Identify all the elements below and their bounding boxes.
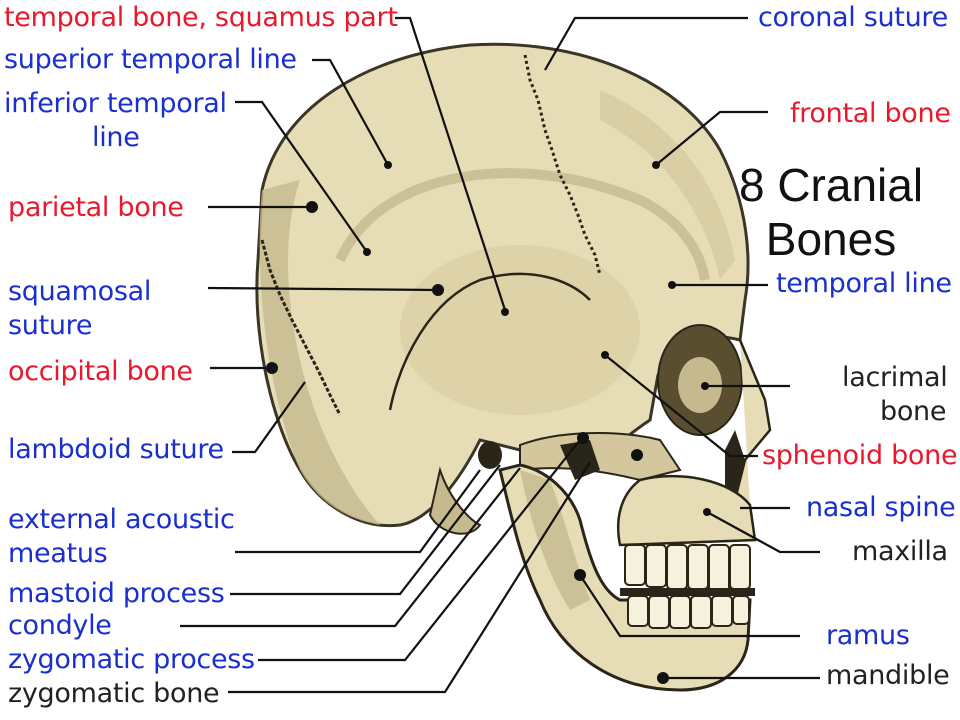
label-sphenoid-bone: sphenoid bone bbox=[762, 440, 958, 471]
temporal-shading bbox=[400, 245, 640, 415]
label-condyle: condyle bbox=[8, 610, 112, 641]
label-inferior-temporal-line-1: inferior temporal bbox=[4, 88, 227, 119]
label-occipital-bone: occipital bone bbox=[8, 356, 193, 387]
tooth-gap bbox=[620, 588, 755, 596]
cranium-shadow bbox=[259, 180, 380, 525]
label-squamosal-suture-2: suture bbox=[8, 310, 93, 341]
diagram-title: 8 Cranial Bones bbox=[720, 158, 942, 266]
label-inferior-temporal-line-2: line bbox=[92, 122, 140, 153]
orbit-inner bbox=[678, 357, 722, 413]
lambdoid-suture bbox=[260, 239, 342, 416]
sphenoid-notch bbox=[560, 440, 600, 480]
label-zygomatic-bone: zygomatic bone bbox=[8, 678, 220, 709]
label-squamosal-suture-1: squamosal bbox=[8, 276, 152, 307]
zygomatic-arch bbox=[519, 432, 682, 482]
label-temporal-line: temporal line bbox=[776, 268, 952, 299]
lower-teeth bbox=[627, 595, 750, 629]
label-frontal-bone: frontal bone bbox=[790, 98, 951, 129]
maxilla-shape bbox=[616, 474, 757, 547]
leader-lines bbox=[180, 16, 820, 694]
label-parietal-bone: parietal bone bbox=[8, 192, 184, 223]
label-mastoid-process: mastoid process bbox=[8, 578, 225, 609]
nasal-cavity bbox=[725, 430, 745, 500]
label-superior-temporal-line: superior temporal line bbox=[4, 44, 297, 75]
ear-hole bbox=[478, 441, 502, 469]
forehead-shading bbox=[600, 90, 735, 280]
label-zygomatic-process: zygomatic process bbox=[8, 644, 255, 675]
label-mandible: mandible bbox=[826, 660, 950, 691]
label-lambdoid-suture: lambdoid suture bbox=[8, 434, 224, 465]
title-text: 8 Cranial Bones bbox=[738, 159, 924, 265]
upper-teeth bbox=[624, 544, 751, 592]
label-lacrimal-bone-1: lacrimal bbox=[842, 362, 948, 393]
mandible-shadow bbox=[520, 470, 590, 610]
temporal-line-arc bbox=[335, 168, 710, 281]
label-lacrimal-bone-2: bone bbox=[880, 396, 947, 427]
label-external-acoustic-2: meatus bbox=[8, 538, 108, 569]
label-external-acoustic-1: external acoustic bbox=[8, 504, 235, 535]
label-nasal-spine: nasal spine bbox=[806, 492, 956, 523]
label-coronal-suture: coronal suture bbox=[758, 2, 948, 33]
label-temporal-bone-squamus-part: temporal bone, squamus part bbox=[4, 2, 398, 33]
label-ramus: ramus bbox=[826, 620, 910, 651]
squamosal-suture bbox=[388, 272, 591, 411]
label-maxilla: maxilla bbox=[852, 536, 948, 567]
leader-dots bbox=[266, 161, 711, 684]
